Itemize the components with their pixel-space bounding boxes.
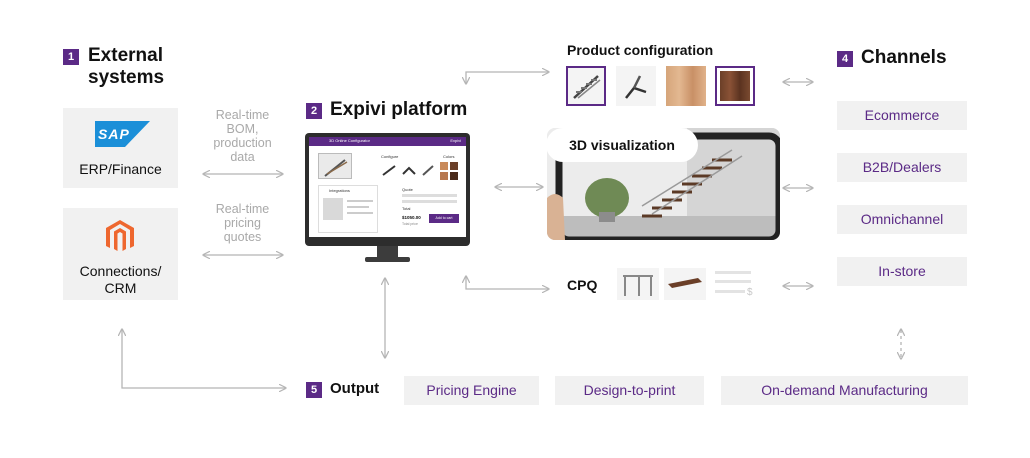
output-on-demand-manufacturing: On-demand Manufacturing (721, 376, 968, 405)
screen-col-configure: Configure (381, 154, 399, 159)
screen-price: $1050.00 (402, 215, 421, 220)
monitor-stand (365, 257, 410, 262)
screen-config-option-2 (401, 163, 417, 175)
screen-panel-quote: Quote (402, 187, 413, 192)
screen-quote-line-2 (402, 200, 457, 203)
screen-line-2 (347, 206, 369, 208)
cpq-railing-icon (617, 268, 659, 300)
note-bom-line2: BOM, (226, 122, 259, 136)
screen-line-1 (347, 200, 373, 202)
note-realtime-bom: Real-time BOM, production data (205, 108, 280, 164)
screen-config-option-1 (381, 163, 397, 176)
cpq-quote-line-1 (715, 271, 751, 274)
note-pricing-line3: quotes (223, 230, 262, 244)
screen-config-option-3 (420, 163, 436, 176)
note-pricing-line2: pricing (224, 216, 261, 230)
external-title-line2: systems (88, 67, 165, 88)
cpq-quote-icon: $ (713, 268, 755, 300)
crm-label-line2: CRM (104, 280, 137, 296)
magento-logo-icon (106, 220, 134, 254)
channel-omnichannel: Omnichannel (837, 205, 967, 234)
cpq-quote-line-2 (715, 280, 751, 283)
section-number-external: 1 (63, 49, 79, 65)
section-number-channels: 4 (837, 51, 853, 67)
channels-title: Channels (861, 47, 947, 68)
screen-panel-integrations: Integrations (329, 188, 350, 193)
note-pricing-line1: Real-time (215, 202, 270, 216)
config-option-dark-wood-frame[interactable] (715, 66, 755, 106)
screen-swatch-1 (440, 162, 448, 170)
screen-action-button: Add to cart (429, 214, 459, 223)
expivi-platform-title: Expivi platform (330, 99, 468, 120)
config-option-winding-stair[interactable] (616, 66, 656, 106)
screen-app-title: 3D Online Configurator (329, 138, 370, 143)
cpq-quote-line-3 (715, 290, 745, 293)
section-number-output: 5 (306, 382, 322, 398)
monitor-illustration: 3D Online Configurator Expivi Configure … (305, 133, 470, 263)
dark-wood-swatch (720, 71, 750, 101)
screen-header-bar: 3D Online Configurator Expivi (309, 137, 466, 146)
note-realtime-pricing: Real-time pricing quotes (205, 202, 280, 244)
connector-external-output (122, 330, 285, 388)
section-number-platform: 2 (306, 103, 322, 119)
external-systems-title: External systems (88, 45, 164, 89)
sap-logo-text: SAP (98, 126, 130, 142)
crm-label-line1: Connections/ (79, 263, 162, 279)
erp-finance-label: ERP/Finance (79, 161, 162, 177)
output-title: Output (330, 380, 380, 397)
screen-brand: Expivi (450, 138, 461, 143)
monitor-screen: 3D Online Configurator Expivi Configure … (309, 137, 466, 237)
config-option-staircase[interactable] (566, 66, 606, 106)
cpq-label: CPQ (567, 277, 598, 293)
screen-swatch-4 (450, 172, 458, 180)
note-bom-line1: Real-time (215, 108, 270, 122)
external-title-line1: External (88, 45, 163, 66)
screen-integration-thumb (323, 198, 343, 220)
cpq-wood-step-icon (664, 268, 706, 300)
note-bom-line3: production (213, 136, 272, 150)
channel-ecommerce: Ecommerce (837, 101, 967, 130)
channel-in-store: In-store (837, 257, 967, 286)
monitor-neck (377, 246, 398, 257)
screen-panel-total: Total (402, 206, 411, 211)
screen-quote-line-1 (402, 194, 457, 197)
channel-b2b-dealers: B2B/Dealers (837, 153, 967, 182)
config-option-light-wood[interactable] (666, 66, 706, 106)
screen-integrations-panel: Integrations (318, 185, 378, 233)
output-design-to-print: Design-to-print (555, 376, 704, 405)
output-pricing-engine: Pricing Engine (404, 376, 539, 405)
screen-stair-thumb (318, 153, 352, 179)
note-bom-line4: data (230, 150, 255, 164)
screen-price-sub: Total price (402, 222, 418, 226)
connector-cpq (466, 277, 548, 289)
screen-col-colors: Colors (443, 154, 455, 159)
screen-swatch-2 (450, 162, 458, 170)
product-configuration-title: Product configuration (567, 42, 714, 58)
cpq-currency-symbol: $ (747, 287, 753, 298)
screen-swatch-3 (440, 172, 448, 180)
sap-logo: SAP (95, 121, 150, 147)
connections-crm-card: Connections/ CRM (63, 208, 178, 300)
screen-line-3 (347, 212, 373, 214)
3d-visualization-label: 3D visualization (546, 128, 698, 162)
connector-config (466, 72, 548, 83)
erp-finance-card: SAP ERP/Finance (63, 108, 178, 188)
